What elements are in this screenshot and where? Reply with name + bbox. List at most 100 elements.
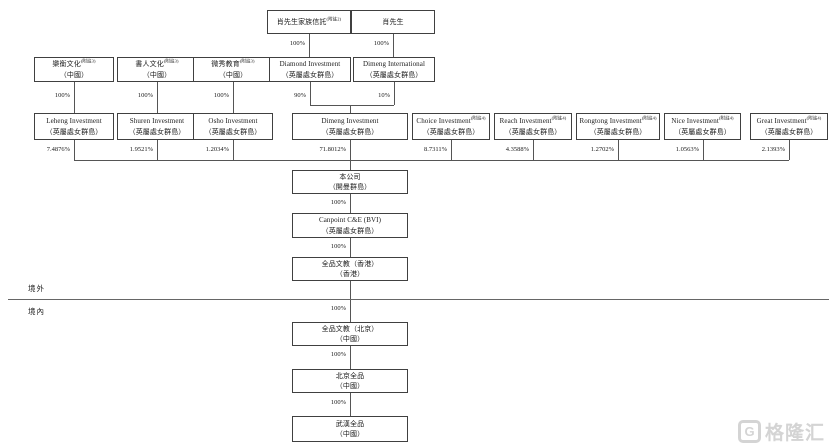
entity-jurisdiction: （英屬處女群島） [674,127,731,136]
org-node-diamond-investment: Diamond Investment（英屬處女群島） [269,57,351,82]
org-node-canpoint-ce-bvi: Canpoint C&E (BVI)（英屬處女群島） [292,213,408,238]
ownership-percentage: 1.2702% [590,146,614,153]
connector-line [350,393,351,416]
ownership-percentage: 2.1393% [761,146,785,153]
org-node-dimeng-investment: Dimeng Investment（英屬處女群島） [292,113,408,140]
connector-line [350,105,351,113]
offshore-label: 境外 [28,284,45,293]
entity-jurisdiction: （中國） [218,70,248,79]
footnote-ref: (附註4) [718,116,734,122]
ownership-percentage: 100% [330,399,346,406]
entity-name: Shuren Investment [129,117,185,126]
org-node-shuren-investment: Shuren Investment（英屬處女群島） [117,113,197,140]
entity-jurisdiction: （英屬處女群島） [128,127,186,136]
entity-name: Great Investment(附註4) [756,116,822,126]
ownership-percentage: 100% [213,92,229,99]
entity-jurisdiction: （中國） [335,335,365,343]
ownership-percentage: 71.8012% [319,146,346,153]
org-node-wuhan-quanpin: 武漢全品 （中國） [292,416,408,442]
org-node-rongtong-investment: Rongtong Investment(附註4)（英屬處女群島） [576,113,660,140]
org-node-reach-investment: Reach Investment(附註4)（英屬處女群島） [494,113,572,140]
org-node-xiao-family-trust: 肖先生家族信託(附註2) [267,10,351,34]
gelonghui-logo-text: 格隆汇 [765,423,826,444]
org-node-beijing-quanpin: 北京全品 （中國） [292,369,408,393]
entity-jurisdiction: （香港） [335,270,365,278]
entity-jurisdiction: （英屬處女群島） [45,127,103,136]
entity-name: Canpoint C&E (BVI) [318,216,382,225]
ownership-percentage: 100% [330,243,346,250]
connector-line [394,82,395,105]
connector-line [74,140,75,160]
entity-name: Dimeng International [362,60,426,69]
connector-line [74,160,789,161]
entity-jurisdiction: （開曼群島） [328,183,372,191]
connector-line [350,160,351,170]
entity-jurisdiction: （英屬處女群島） [321,127,379,136]
entity-jurisdiction: （英屬處女群島） [204,127,262,136]
gelonghui-logo-icon: G [738,420,761,443]
entity-jurisdiction: （英屬處女群島） [281,70,339,79]
entity-jurisdiction: （中國） [59,70,89,79]
jurisdiction-divider [8,299,829,300]
entity-jurisdiction: （英屬處女群島） [760,127,818,136]
org-node-great-investment: Great Investment(附註4)（英屬處女群島） [750,113,828,140]
entity-name: Dimeng Investment [321,117,379,126]
entity-jurisdiction: （中國） [335,382,365,390]
org-node-shuren-culture: 書人文化(附註3)（中國） [117,57,197,82]
ownership-percentage: 4.3588% [505,146,529,153]
org-node-choice-investment: Choice Investment(附註4)（英屬處女群島） [412,113,490,140]
org-node-mr-xiao: 肖先生 [351,10,435,34]
connector-line [533,140,534,160]
entity-name: 微秀教育(附註3) [211,59,255,69]
connector-line [310,105,394,106]
connector-line [309,34,310,57]
entity-jurisdiction: （中國） [335,430,365,438]
entity-name: Diamond Investment [279,60,341,69]
connector-line [350,346,351,369]
connector-line [789,140,790,160]
ownership-percentage: 1.0563% [675,146,699,153]
footnote-ref: (附註2) [326,16,342,22]
ownership-percentage: 90% [294,92,306,99]
org-node-dimeng-international: Dimeng International（英屬處女群島） [353,57,435,82]
connector-line [157,140,158,160]
ownership-percentage: 8.7311% [423,146,447,153]
org-node-the-company: 本公司 （開曼群島） [292,170,408,194]
entity-name: 武漢全品 [335,419,365,428]
ownership-percentage: 100% [54,92,70,99]
ownership-percentage: 1.2034% [205,146,229,153]
ownership-percentage: 100% [373,40,389,47]
org-node-nice-investment: Nice Investment(附註4)（英屬處女群島） [664,113,741,140]
ownership-percentage: 100% [289,40,305,47]
org-node-weixiu-education: 微秀教育(附註3)（中國） [193,57,273,82]
connector-line [393,34,394,57]
entity-name: 全品文教（香港） [321,259,379,268]
entity-jurisdiction: （英屬處女群島） [365,70,423,79]
ownership-percentage: 100% [330,305,346,312]
connector-line [74,82,75,113]
entity-name: 樂衡文化(附註3) [52,59,96,69]
entity-name: Nice Investment(附註4) [671,116,734,126]
entity-name: Osho Investment [208,117,258,126]
org-node-quanpin-wenjiao-beijing: 全品文教（北京） （中國） [292,322,408,346]
connector-line [703,140,704,160]
entity-jurisdiction: （英屬處女群島） [589,127,647,136]
footnote-ref: (附註4) [641,116,657,122]
ownership-percentage: 7.4876% [46,146,70,153]
entity-name: 全品文教（北京） [321,324,379,333]
footnote-ref: (附註4) [470,116,486,122]
org-node-quanpin-wenjiao-hk: 全品文教（香港） （香港） [292,257,408,281]
entity-name: 本公司 [339,172,361,181]
entity-name: 書人文化(附註3) [135,59,179,69]
gelonghui-watermark: G 格隆汇 [738,418,825,445]
entity-jurisdiction: （中國） [142,70,172,79]
entity-name: Choice Investment(附註4) [416,116,486,126]
org-node-leheng-investment: Leheng Investment（英屬處女群島） [34,113,114,140]
entity-name: Reach Investment(附註4) [499,116,567,126]
connector-line [350,194,351,213]
connector-line [618,140,619,160]
ownership-percentage: 100% [330,351,346,358]
entity-name: Rongtong Investment(附註4) [579,116,657,126]
entity-name: 北京全品 [335,371,365,380]
